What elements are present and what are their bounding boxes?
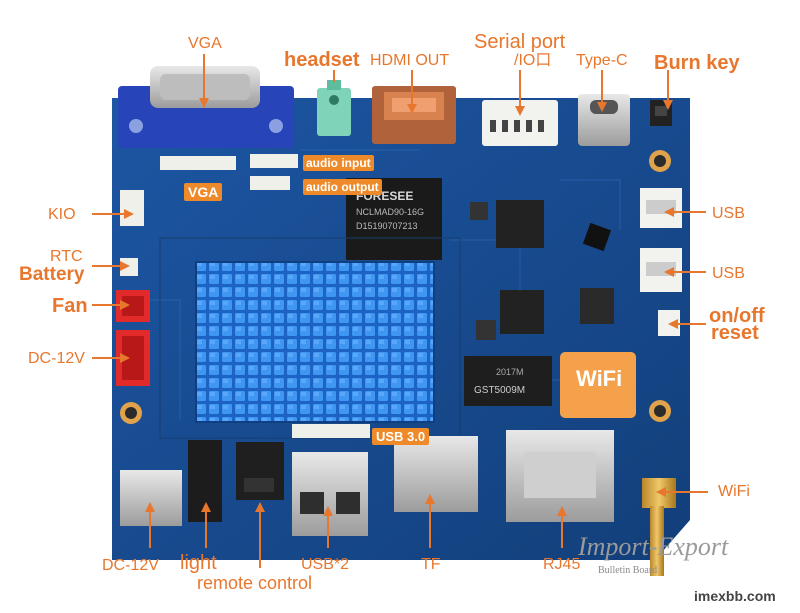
chip-label-foresee-2: NCLMAD90-16G: [356, 207, 425, 217]
vga-connector: [118, 66, 294, 148]
label-battery: Battery: [19, 264, 85, 285]
label-fan: Fan: [52, 295, 88, 317]
watermark-brand: Import-Export: [578, 532, 729, 561]
dual-usb-port: [292, 452, 368, 536]
chip-label-gst: GST5009M: [474, 385, 526, 396]
kio-connector: [120, 190, 144, 226]
ir-receiver: [236, 442, 284, 500]
rtc-connector: [120, 258, 138, 276]
headset-jack: [317, 80, 351, 136]
watermark-site: imexbb.com: [694, 588, 776, 604]
label-onoff: on/off: [709, 305, 765, 327]
label-usb2: USB*2: [301, 556, 350, 573]
label-reset: reset: [711, 322, 759, 344]
label-io: /IO口: [514, 52, 552, 69]
label-dc-bottom: DC-12V: [102, 557, 159, 574]
usb-connector-1: [640, 188, 682, 228]
label-light: light: [180, 552, 217, 574]
label-wifi-antenna: WiFi: [718, 483, 750, 500]
chip-label-foresee-3: D15190707213: [356, 221, 418, 231]
watermark-sub: Bulletin Board: [598, 565, 658, 576]
heatsink: [195, 261, 435, 423]
onoff-connector: [658, 310, 680, 336]
label-burn-key: Burn key: [654, 52, 740, 74]
usb-connector-2: [640, 248, 682, 292]
label-dc-left: DC-12V: [28, 350, 85, 367]
label-headset: headset: [284, 49, 360, 71]
label-hdmi-out: HDMI OUT: [370, 52, 450, 69]
tag-usb3: USB 3.0: [372, 428, 430, 445]
label-tf: TF: [421, 556, 441, 573]
label-rj45: RJ45: [543, 556, 581, 573]
label-usb-right-2: USB: [712, 265, 745, 282]
tf-slot: [394, 436, 478, 512]
label-rtc: RTC: [50, 248, 83, 265]
chip-label-gst-2: 2017M: [496, 367, 524, 377]
tag-wifi-chip: WiFi: [576, 366, 623, 391]
dc-header: [116, 330, 150, 386]
hdmi-port: [372, 86, 456, 144]
tag-audio-output: audio output: [303, 179, 382, 195]
label-type-c: Type-C: [576, 52, 628, 69]
label-remote-control: remote control: [197, 573, 313, 593]
tag-vga: VGA: [184, 183, 223, 201]
gst-chip: [464, 356, 552, 406]
label-vga: VGA: [188, 35, 222, 52]
type-c-port: [578, 94, 630, 146]
label-usb-right-1: USB: [712, 205, 745, 222]
label-kio: KIO: [48, 206, 76, 223]
serial-header: [482, 100, 558, 146]
tag-audio-input: audio input: [303, 155, 374, 171]
label-serial-port: Serial port: [474, 31, 566, 53]
wifi-module: [560, 352, 636, 418]
rj45-port: [506, 430, 614, 522]
